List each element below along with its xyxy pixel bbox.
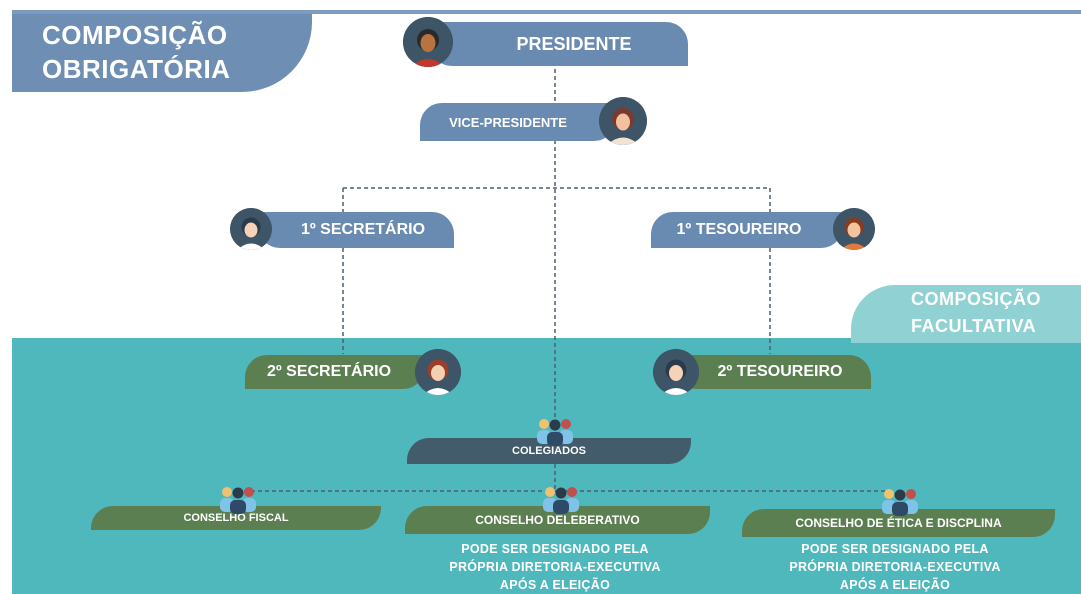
primeiro-tesoureiro-label: 1º TESOUREIRO: [676, 221, 802, 238]
conselho-deliberativo-label: CONSELHO DELEBERATIVO: [475, 513, 640, 527]
group-people-icon: [543, 487, 579, 514]
vice-presidente-box: VICE-PRESIDENTE: [420, 103, 616, 141]
segundo-tesoureiro-label: 2º TESOUREIRO: [717, 363, 843, 380]
conselho-fiscal-label: CONSELHO FISCAL: [183, 512, 289, 524]
person-avatar-icon: [403, 17, 453, 67]
person-avatar-icon: [653, 349, 699, 395]
primeiro-tesoureiro-box: 1º TESOUREIRO: [651, 212, 843, 248]
note-line: PODE SER DESIGNADO PELA: [801, 542, 989, 556]
primeiro-secretario-label: 1º SECRETÁRIO: [300, 221, 426, 238]
facultativa-zone: [12, 338, 1081, 594]
note-line: APÓS A ELEIÇÃO: [499, 578, 611, 592]
title-line-2: FACULTATIVA: [911, 316, 1037, 336]
left-margin: [0, 0, 12, 594]
person-avatar-icon: [833, 208, 875, 250]
person-avatar-icon: [415, 349, 461, 395]
vice-presidente-label: VICE-PRESIDENTE: [449, 114, 567, 130]
colegiados-label: COLEGIADOS: [512, 445, 586, 457]
person-avatar-icon: [599, 97, 647, 145]
presidente-box: PRESIDENTE: [430, 22, 688, 66]
group-people-icon: [882, 489, 918, 516]
etica-note: PODE SER DESIGNADO PELA PRÓPRIA DIRETORI…: [760, 540, 1030, 594]
composicao-obrigatoria-tab: COMPOSIÇÃO OBRIGATÓRIA: [12, 14, 312, 92]
top-divider: [12, 10, 1081, 14]
conselho-etica-label: CONSELHO DE ÉTICA E DISCPLINA: [795, 516, 1002, 530]
note-line: PRÓPRIA DIRETORIA-EXECUTIVA: [789, 560, 1001, 574]
person-avatar-icon: [230, 208, 272, 250]
title-line-1: COMPOSIÇÃO: [42, 20, 228, 50]
note-line: APÓS A ELEIÇÃO: [839, 578, 951, 592]
title-line-1: COMPOSIÇÃO: [911, 289, 1042, 309]
deliberativo-note: PODE SER DESIGNADO PELA PRÓPRIA DIRETORI…: [420, 540, 690, 594]
segundo-secretario-box: 2º SECRETÁRIO: [245, 355, 425, 389]
group-people-icon: [220, 487, 256, 514]
primeiro-secretario-box: 1º SECRETÁRIO: [258, 212, 454, 248]
presidente-label: PRESIDENTE: [516, 33, 632, 54]
composicao-facultativa-tab: COMPOSIÇÃO FACULTATIVA: [851, 285, 1081, 343]
title-line-2: OBRIGATÓRIA: [42, 54, 231, 84]
group-people-icon: [537, 419, 573, 446]
note-line: PRÓPRIA DIRETORIA-EXECUTIVA: [449, 560, 661, 574]
segundo-tesoureiro-box: 2º TESOUREIRO: [675, 355, 871, 389]
segundo-secretario-label: 2º SECRETÁRIO: [266, 363, 392, 380]
note-line: PODE SER DESIGNADO PELA: [461, 542, 649, 556]
